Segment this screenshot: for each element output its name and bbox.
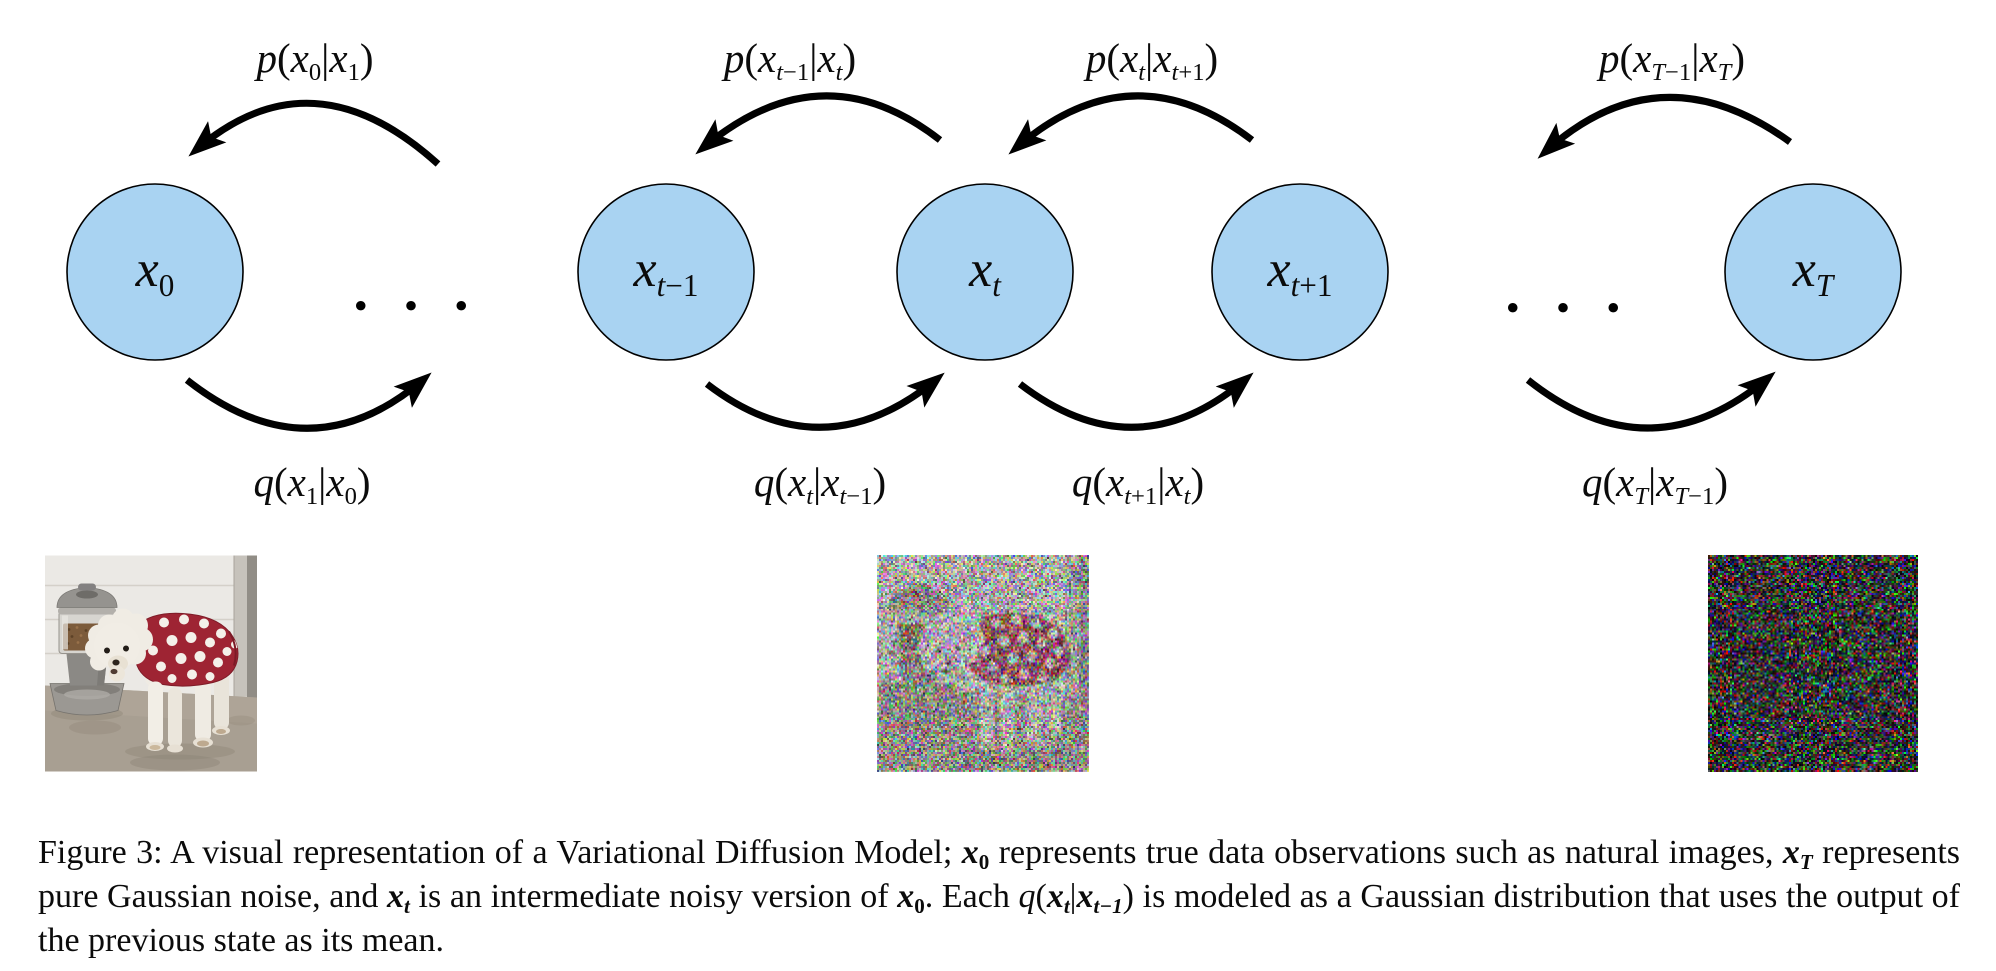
dog-photo-illustration (45, 555, 257, 772)
forward-process-label-2: q(xt|xt−1) (754, 458, 886, 506)
forward-arrow-3 (1020, 379, 1246, 427)
forward-arrow-1 (187, 379, 424, 428)
noise-canvas-xT (1708, 555, 1918, 772)
reverse-arrow-2 (703, 96, 940, 148)
node-label-xt: xt (969, 240, 1001, 299)
node-label-xt-1: xt−1 (634, 240, 699, 299)
reverse-process-label-2: p(xt−1|xt) (724, 34, 856, 82)
reverse-arrow-3 (1016, 96, 1252, 148)
ellipsis-left: ••• (319, 292, 503, 323)
reverse-process-label-3: p(xt|xt+1) (1086, 34, 1218, 82)
forward-process-label-1: q(x1|x0) (253, 458, 370, 506)
thumbnail-x0-clean-photo (45, 555, 257, 772)
thumbnail-xT-pure-noise (1708, 555, 1918, 772)
forward-arrow-4 (1528, 378, 1768, 428)
forward-process-label-4: q(xT|xT−1) (1582, 458, 1728, 506)
reverse-process-label-1: p(x0|x1) (256, 34, 373, 82)
node-label-xt+1: xt+1 (1268, 240, 1333, 299)
node-label-xT: xT (1793, 240, 1833, 299)
forward-arrow-2 (707, 379, 937, 427)
noise-overlay-canvas-xt (877, 555, 1089, 772)
ellipsis-right: ••• (1471, 294, 1655, 325)
node-label-x0: x0 (136, 240, 175, 299)
reverse-process-label-4: p(xT−1|xT) (1599, 34, 1745, 82)
forward-process-label-3: q(xt+1|xt) (1072, 458, 1204, 506)
thumbnail-xt-noisy-photo (877, 555, 1089, 772)
reverse-arrow-1 (196, 103, 438, 164)
reverse-arrow-4 (1545, 97, 1790, 152)
figure-caption: Figure 3: A visual representation of a V… (38, 831, 1960, 963)
